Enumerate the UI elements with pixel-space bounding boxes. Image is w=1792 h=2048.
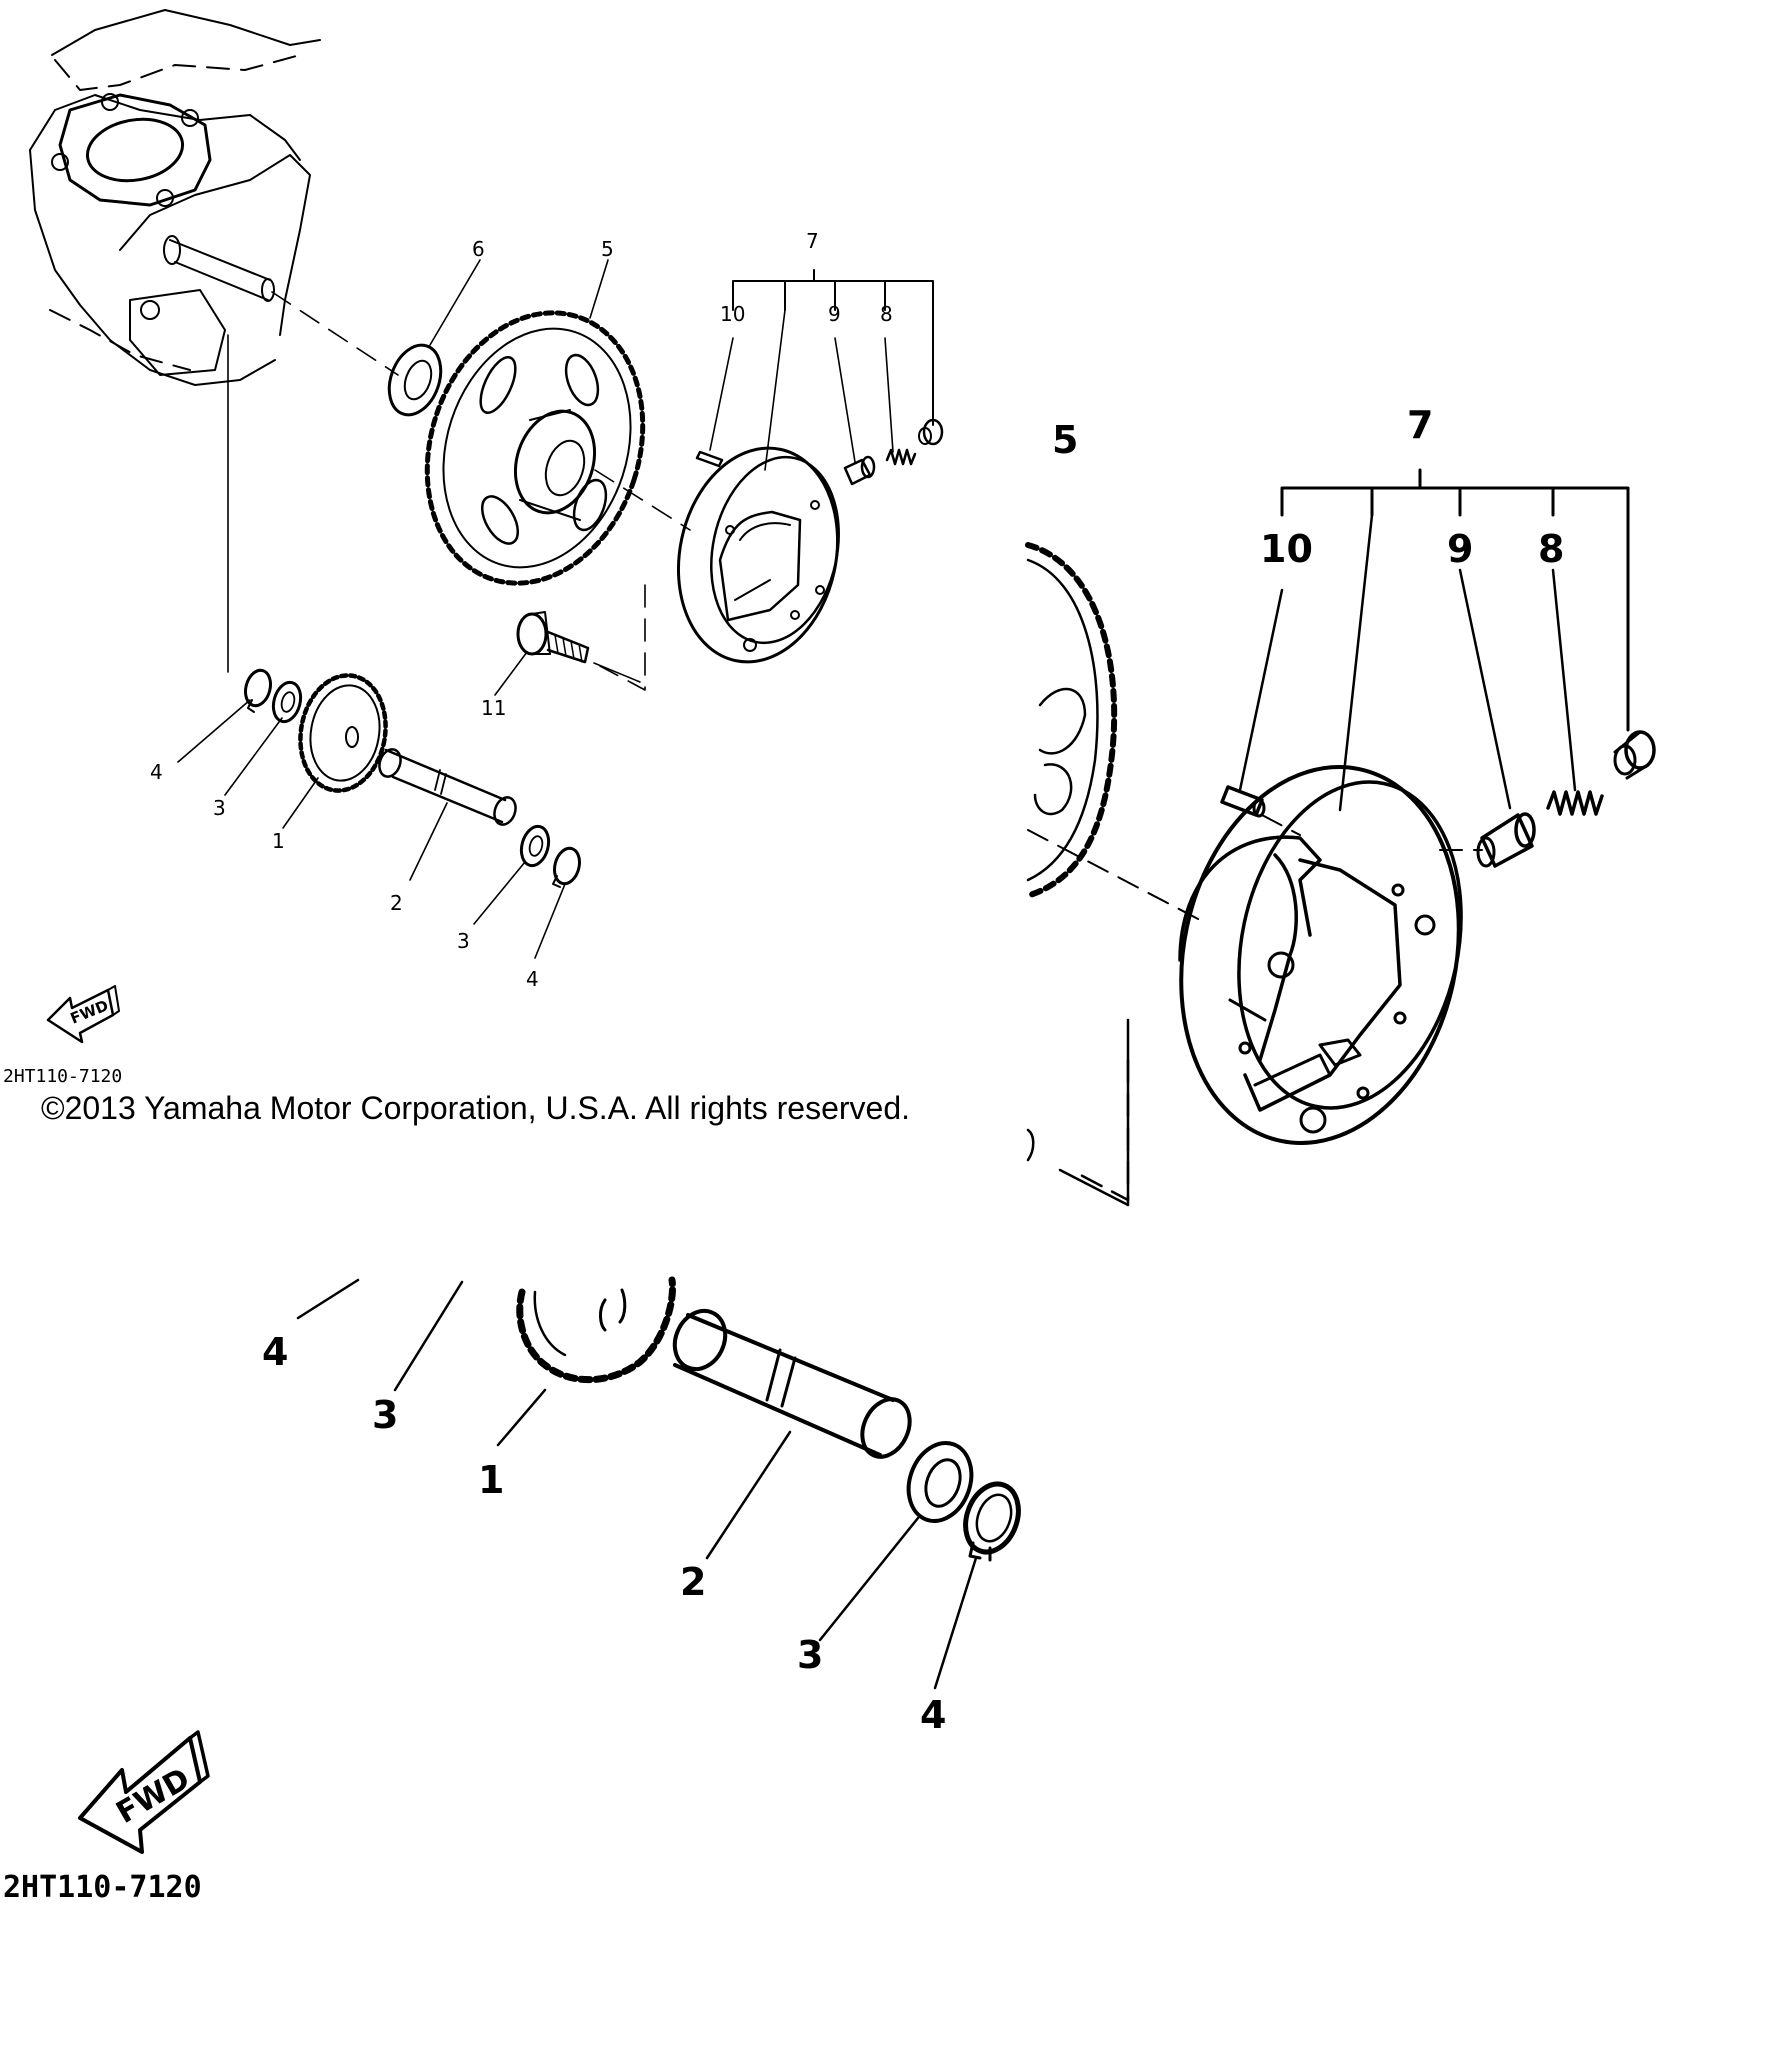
part-9-plunger-zoomed [1476,812,1536,868]
label-1: 1 [272,829,285,853]
cap-piece [918,418,944,446]
label-6: 6 [472,237,485,261]
part-7-clutch-assembly [676,446,840,664]
part-4-circlip-right [552,846,581,888]
part-8-spring [885,448,917,466]
label-8-zoomed: 8 [1538,527,1564,571]
part-9-plunger [843,455,876,486]
label-4a-zoomed: 4 [262,1330,288,1374]
label-3b-zoomed: 3 [797,1633,823,1677]
label-2: 2 [390,891,403,915]
part-2-shaft-zoomed [672,1308,912,1459]
label-8: 8 [880,302,893,326]
engine-crankcase-sketch [29,9,321,386]
label-9-zoomed: 9 [1447,527,1473,571]
overview-diagram: 6 5 7 10 9 8 11 4 3 1 2 3 4 FWD [29,9,944,1044]
label-7: 7 [806,229,819,253]
part-8-spring-zoomed [1546,790,1604,816]
label-9: 9 [828,302,841,326]
overview-leaders [177,259,894,959]
part-3-washer-zoomed [906,1441,974,1523]
copyright-notice: ©2013 Yamaha Motor Corporation, U.S.A. A… [41,1090,911,1126]
label-4b: 4 [526,967,539,991]
part-4-circlip-left [244,668,272,713]
diagram-code-small: 2HT110-7120 [3,1066,123,1087]
label-1-zoomed: 1 [478,1458,504,1502]
part-10-pin-zoomed [1220,785,1266,818]
part-1-idler-gear [298,673,388,793]
part-5-starter-wheel-gear [424,310,646,586]
cap-piece-zoomed [1613,730,1656,780]
part-7-clutch-zoomed [1178,765,1463,1145]
part-10-pin [695,450,724,468]
fwd-arrow-large: FWD [78,1730,210,1854]
diagram-code-large: 2HT110-7120 [3,1870,202,1905]
label-11: 11 [481,696,506,720]
part-4-circlip-zoomed [963,1481,1021,1562]
label-10: 10 [720,302,745,326]
part-11-bolt [516,611,641,683]
label-4b-zoomed: 4 [920,1693,946,1737]
zoom-right-clutch: 5 7 10 9 8 [1025,403,1656,1207]
fwd-label-small: FWD [68,996,111,1027]
label-3a: 3 [213,796,226,820]
label-10-zoomed: 10 [1260,527,1313,571]
label-7-zoomed: 7 [1407,403,1433,447]
label-2-zoomed: 2 [680,1560,706,1604]
fwd-arrow-small: FWD [46,985,120,1044]
label-4a: 4 [150,760,163,784]
part-6-washer [387,343,443,417]
label-5-zoomed: 5 [1052,418,1078,462]
part-2-shaft [378,748,517,826]
part-3-washer-right [519,824,551,868]
label-3b: 3 [457,929,470,953]
label-5: 5 [601,237,614,261]
part-3-washer-left [271,680,303,724]
zoom-bottom-shaft: 4 3 1 2 3 4 FWD [78,1276,1021,1854]
label-3a-zoomed: 3 [372,1393,398,1437]
